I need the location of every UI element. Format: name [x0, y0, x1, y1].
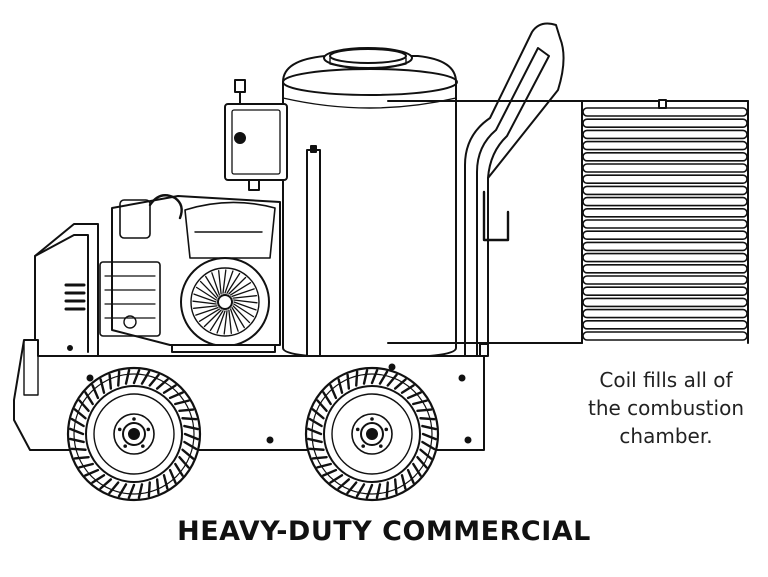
diagram-title: HEAVY-DUTY COMMERCIAL: [177, 516, 591, 547]
callout-line-2: the combustion: [588, 396, 744, 420]
combustion-chamber-tank: [282, 47, 583, 359]
wheel-left: [66, 366, 202, 502]
callout-line-1: Coil fills all of: [599, 368, 733, 392]
burner-control-box: [224, 79, 288, 191]
frame-post: [306, 145, 321, 357]
wheel-right: [304, 366, 440, 502]
control-panel: [34, 223, 99, 357]
coil-callout: Coil fills all of the combustion chamber…: [566, 366, 766, 450]
callout-line-3: chamber.: [619, 424, 713, 448]
push-handle: [464, 22, 565, 357]
coil-cutaway: [581, 99, 749, 344]
engine: [99, 194, 281, 353]
